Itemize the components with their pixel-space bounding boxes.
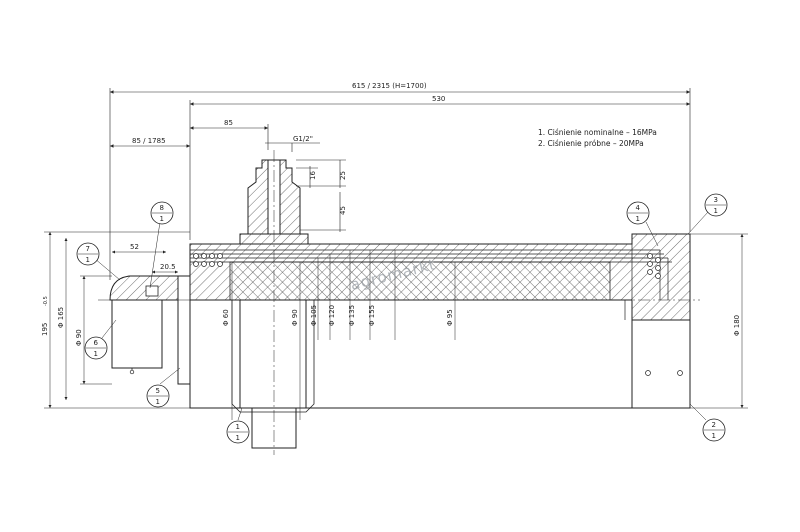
dim-port-offset: 85 <box>224 119 233 127</box>
svg-text:1: 1 <box>236 423 240 431</box>
dim-205: 20.5 <box>160 263 176 271</box>
dimension-texts-left: 195 -0.5 Φ 165 Φ 90 52 20.5 Φ 180 <box>41 243 741 346</box>
ref-bubble-8: 8 1 <box>150 201 174 225</box>
stage-dim-lines <box>231 250 456 420</box>
piston-rod <box>239 299 307 409</box>
dimension-lines-left <box>44 231 748 409</box>
svg-text:1: 1 <box>94 350 98 358</box>
dim-dia-overall: 195 <box>41 323 49 336</box>
svg-text:2: 2 <box>712 421 716 429</box>
end-cap-right <box>631 319 691 409</box>
svg-text:1: 1 <box>236 434 240 442</box>
svg-text:3: 3 <box>714 196 718 204</box>
mount-head <box>109 275 179 301</box>
svg-text:1: 1 <box>636 215 640 223</box>
svg-text:7: 7 <box>86 245 90 253</box>
dim-port-h1: 16 <box>309 171 317 180</box>
dim-left-offset: 85 / 1785 <box>132 137 166 145</box>
dimension-lines-top <box>109 88 691 280</box>
ref-bubble-5: 5 1 <box>146 384 170 408</box>
dim-port-h3: 45 <box>339 206 347 215</box>
dim-body: 530 <box>432 95 445 103</box>
stage-dia-3: Φ 120 <box>328 305 336 326</box>
dim-overall: 615 / 2315 (H=1700) <box>352 82 427 90</box>
ref-bubble-7: 7 1 <box>76 242 100 266</box>
dim-dia180: Φ 180 <box>733 315 741 336</box>
dim-dia165: Φ 165 <box>57 307 65 328</box>
stage-dim-texts: Φ 60 Φ 90 Φ 105 Φ 120 Φ 135 Φ 155 Φ 95 <box>222 305 454 326</box>
svg-text:1: 1 <box>160 215 164 223</box>
svg-text:1: 1 <box>86 256 90 264</box>
ref-bubble-4: 4 1 <box>626 201 650 225</box>
ref-bubble-1: 1 1 <box>226 420 250 444</box>
dimension-texts-top: 615 / 2315 (H=1700) 530 85 G1/2" 85 / 17… <box>132 82 445 215</box>
dim-port-h2: 25 <box>339 171 347 180</box>
stage-lines <box>190 244 672 320</box>
stage-dia-5: Φ 155 <box>368 305 376 326</box>
dim-dia-overall-tol: -0.5 <box>43 296 49 306</box>
dim-thread: G1/2" <box>293 135 313 143</box>
mount-plate <box>177 275 191 385</box>
ref-bubble-6: 6 1 <box>84 336 108 360</box>
svg-text:4: 4 <box>636 204 641 212</box>
leader-lines <box>93 211 709 421</box>
note-test-pressure: 2. Ciśnienie próbne – 20MPa <box>538 139 644 148</box>
cylinder-assembly <box>98 150 700 455</box>
stage-dia-4: Φ 135 <box>348 305 356 326</box>
stage-dia-0: Φ 60 <box>222 309 230 326</box>
note-nominal-pressure: 1. Ciśnienie nominalne – 16MPa <box>538 128 657 137</box>
svg-text:5: 5 <box>156 387 160 395</box>
svg-text:1: 1 <box>714 207 718 215</box>
mount-bracket <box>111 299 163 369</box>
notes-block: 1. Ciśnienie nominalne – 16MPa 2. Ciśnie… <box>538 128 657 148</box>
ref-bubble-2: 2 1 <box>702 418 726 442</box>
ref-bubble-3: 3 1 <box>704 193 728 217</box>
stage-dia-1: Φ 90 <box>291 309 299 326</box>
seals <box>193 253 661 279</box>
svg-text:8: 8 <box>160 204 164 212</box>
svg-text:1: 1 <box>156 398 160 406</box>
svg-text:1: 1 <box>712 432 716 440</box>
svg-text:6: 6 <box>94 339 99 347</box>
dim-dia90: Φ 90 <box>75 329 83 346</box>
stage-dia-2: Φ 105 <box>310 305 318 326</box>
stage-dia-6: Φ 95 <box>446 309 454 326</box>
dim-52: 52 <box>130 243 139 251</box>
